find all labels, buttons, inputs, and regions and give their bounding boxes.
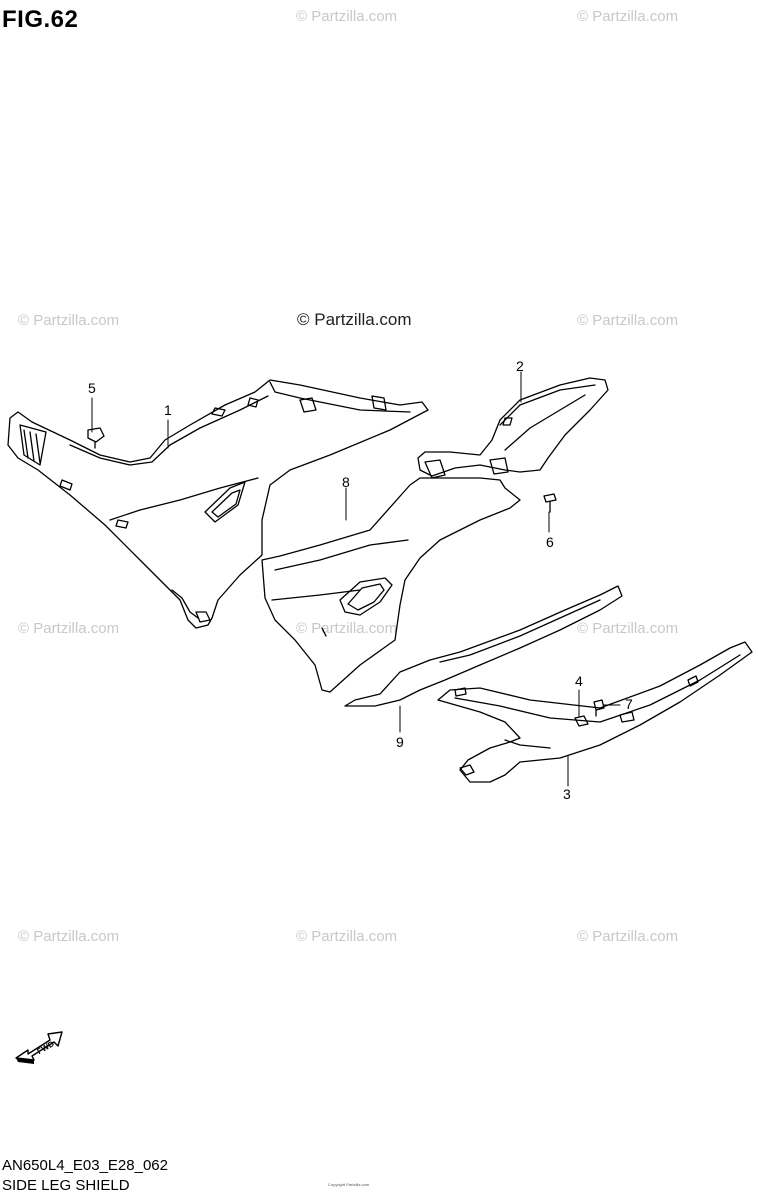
part-4-nut[interactable]: [574, 715, 589, 727]
watermark: © Partzilla.com: [18, 620, 120, 637]
fwd-arrow-icon: FWD: [14, 1028, 64, 1073]
watermark: © Partzilla.com: [577, 620, 679, 637]
fine-print: Copyright Partzilla.com: [328, 1182, 370, 1187]
watermark: © Partzilla.com: [577, 928, 679, 945]
callout-2[interactable]: 2: [516, 358, 524, 374]
leader-lines: [91, 371, 621, 787]
callout-7[interactable]: 7: [625, 696, 633, 712]
callout-9[interactable]: 9: [396, 734, 404, 750]
part-9-lower-panel[interactable]: [344, 585, 623, 707]
watermark: © Partzilla.com: [296, 928, 398, 945]
watermark-center: © Partzilla.com: [297, 310, 412, 329]
figure-title: FIG.62: [2, 6, 79, 33]
watermark: © Partzilla.com: [577, 312, 679, 329]
part-3-lower-cover[interactable]: [437, 641, 753, 783]
part-2-bracket-cover[interactable]: [417, 377, 609, 479]
part-5-clip[interactable]: [87, 427, 105, 449]
watermark: © Partzilla.com: [18, 928, 120, 945]
part-1-side-leg-shield[interactable]: [7, 379, 429, 629]
part-7-screw[interactable]: [593, 699, 605, 717]
part-8-side-shield[interactable]: [261, 477, 521, 693]
callout-3[interactable]: 3: [563, 786, 571, 802]
figure-name: SIDE LEG SHIELD: [2, 1177, 130, 1194]
model-code: AN650L4_E03_E28_062: [2, 1157, 168, 1174]
callout-6[interactable]: 6: [546, 534, 554, 550]
watermark: © Partzilla.com: [18, 312, 120, 329]
callout-8[interactable]: 8: [342, 474, 350, 490]
callout-4[interactable]: 4: [575, 673, 583, 689]
callout-5[interactable]: 5: [88, 380, 96, 396]
watermark: © Partzilla.com: [296, 620, 398, 637]
watermark: © Partzilla.com: [296, 8, 398, 25]
watermark: © Partzilla.com: [577, 8, 679, 25]
callout-1[interactable]: 1: [164, 402, 172, 418]
part-6-screw[interactable]: [543, 493, 557, 513]
